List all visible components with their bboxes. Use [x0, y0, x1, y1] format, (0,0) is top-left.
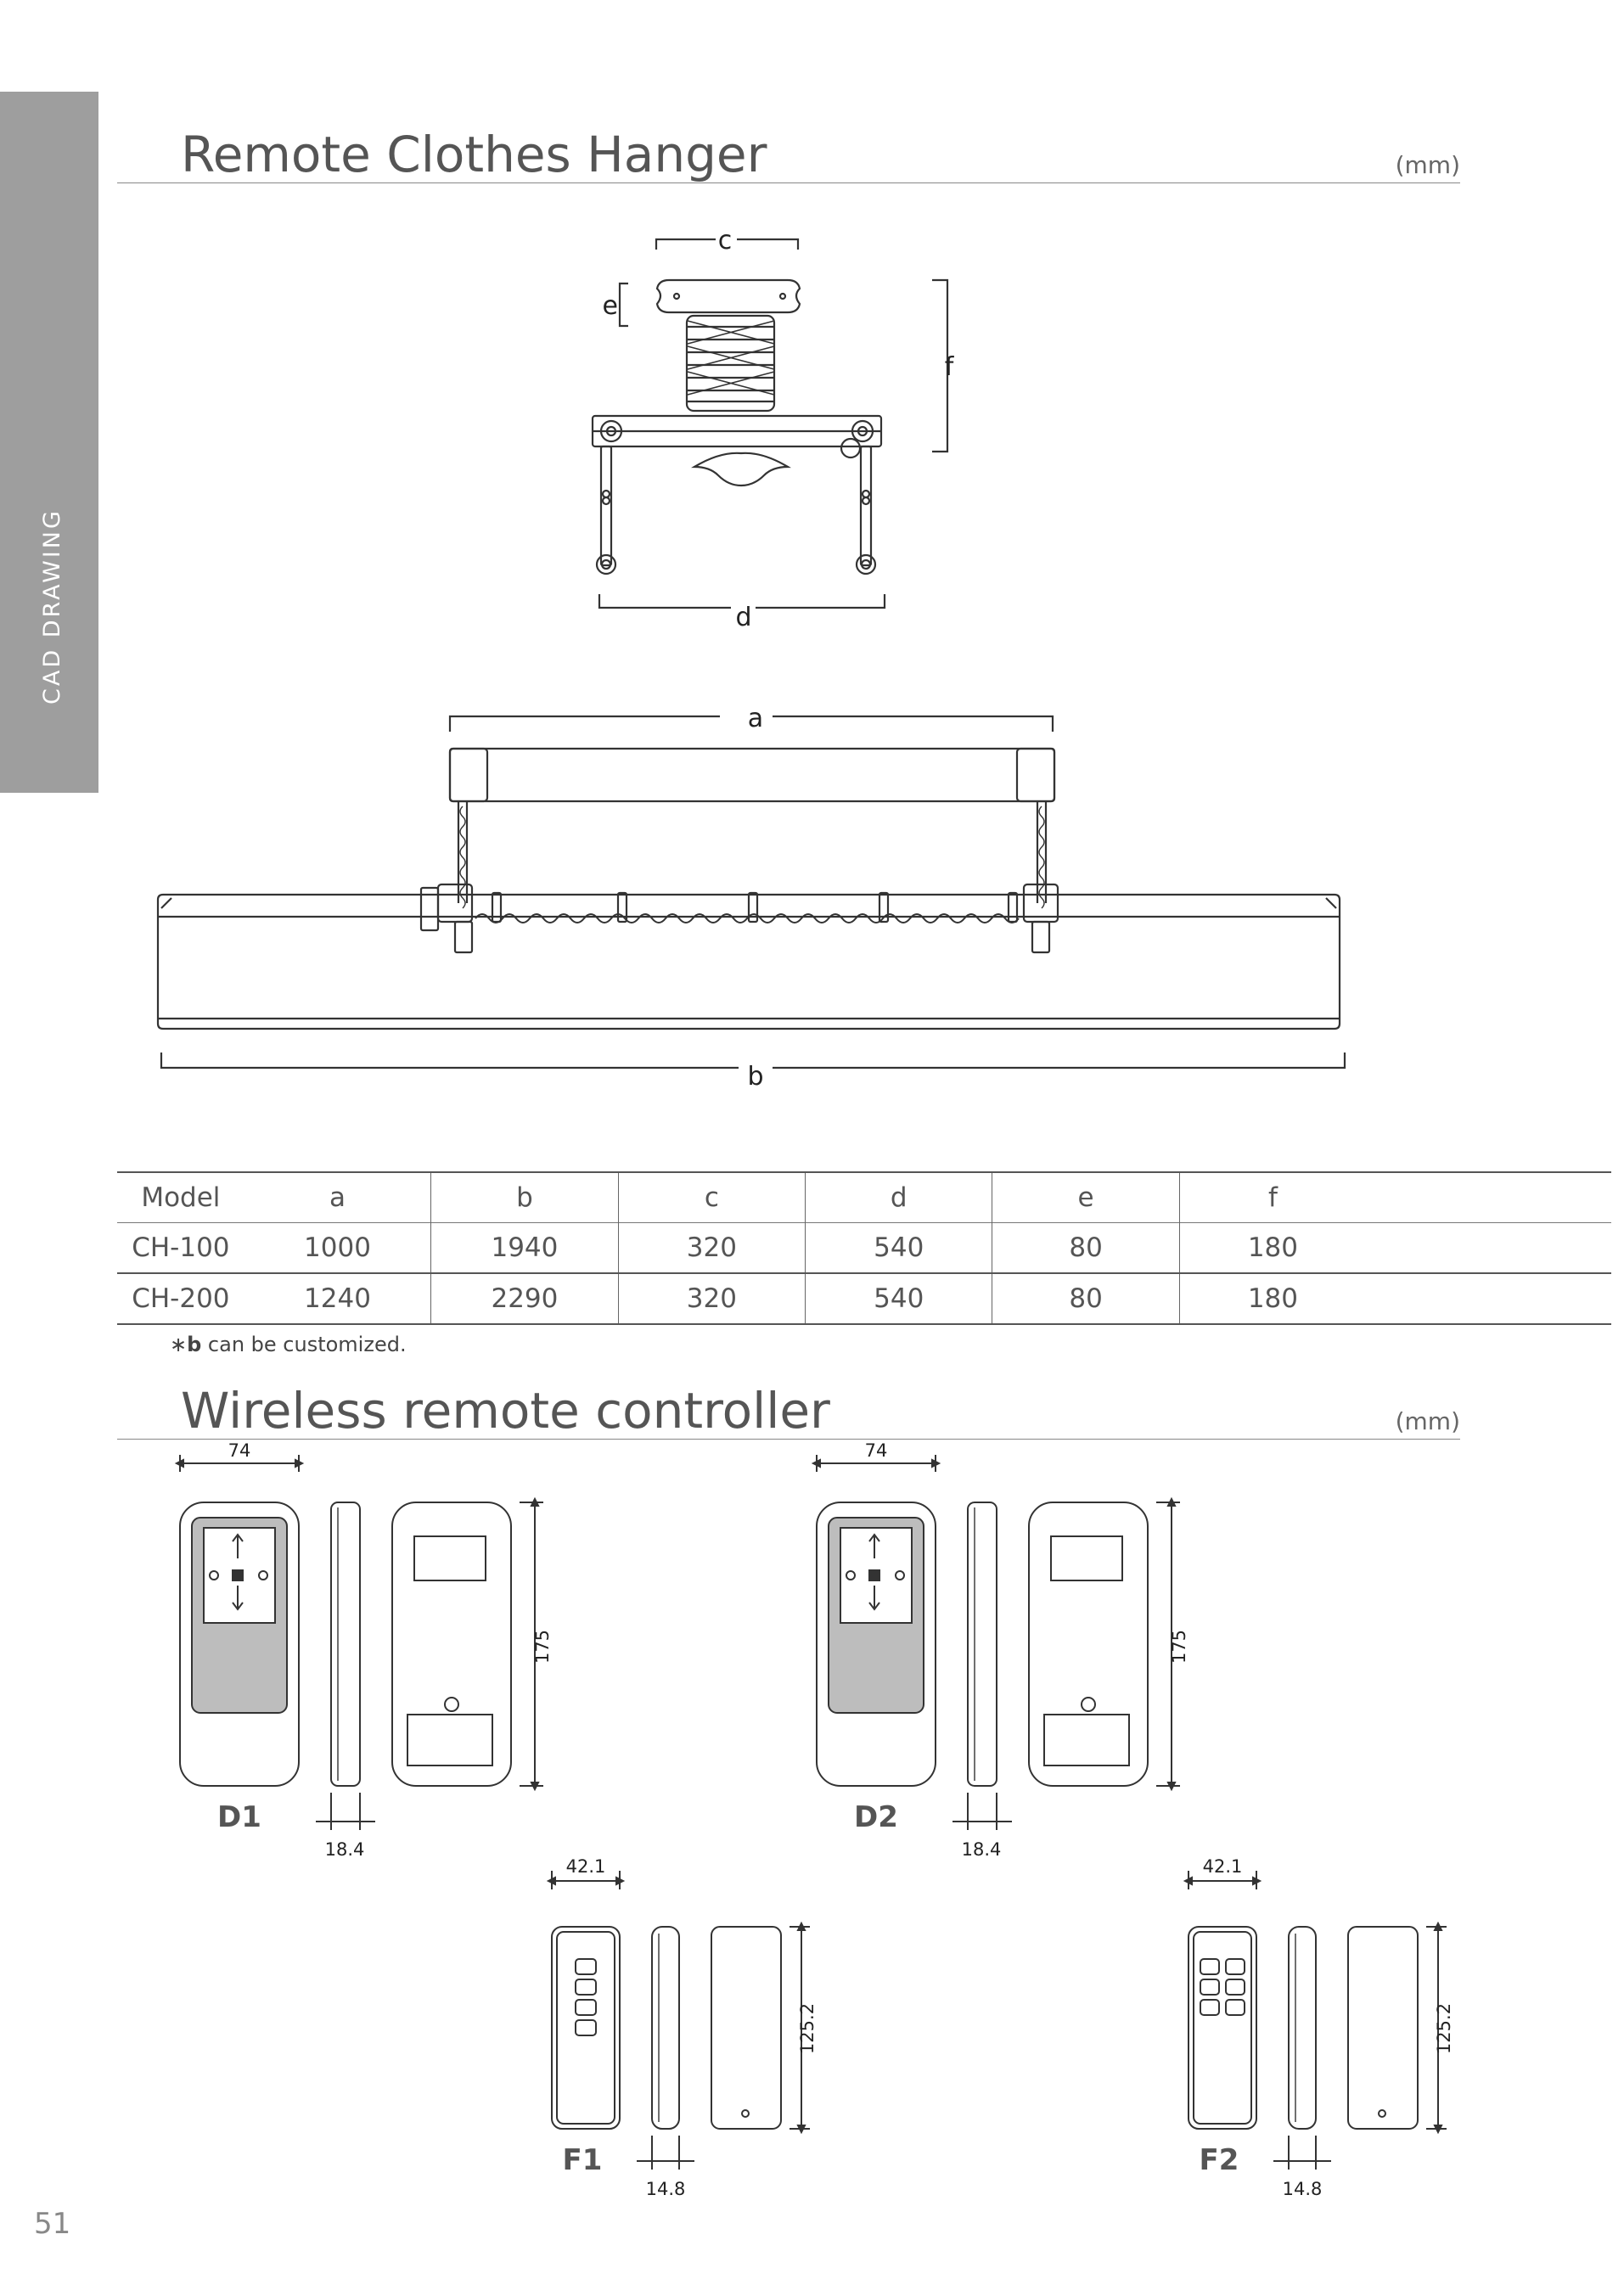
dim-label-f: f: [945, 352, 955, 382]
remote-d2-drawing: 74 175 18.4 D2: [811, 1443, 1189, 1860]
table-cell: 320: [617, 1273, 806, 1324]
remote-label-f2: F2: [1200, 2143, 1239, 2177]
table-header-cell: Model: [141, 1182, 221, 1213]
page-number: 51: [34, 2207, 71, 2241]
table-header-cell: a: [329, 1182, 346, 1213]
table-row: CH-200 1240 2290 320 540 80 180: [117, 1273, 1611, 1324]
table-cell-model: CH-100: [132, 1232, 230, 1263]
sidebar-label: CAD DRAWING: [39, 508, 65, 705]
table-cell: 540: [805, 1273, 992, 1324]
dim-label-e: e: [603, 291, 618, 321]
table-cell: 2290: [430, 1273, 619, 1324]
d2-height-label: 175: [1169, 1630, 1189, 1664]
dim-label-c: c: [718, 226, 733, 255]
table-spacer: [1366, 1273, 1611, 1324]
table-cell: 1940: [430, 1222, 619, 1273]
table-cell: 1000: [304, 1232, 371, 1263]
table-spacer: [1366, 1223, 1611, 1274]
table-header-cell: b: [430, 1172, 619, 1223]
dim-label-a: a: [748, 704, 763, 733]
title-rule: [117, 182, 1460, 183]
d2-depth-label: 18.4: [962, 1839, 1002, 1860]
f2-height-label: 125.2: [1434, 2003, 1454, 2054]
table-cell: 180: [1178, 1273, 1367, 1324]
table-cell: 80: [992, 1222, 1180, 1273]
spec-table: Model a b c d e f CH-100 1000 1940 320 5…: [117, 1171, 1611, 1325]
table-cell: 540: [805, 1222, 992, 1273]
section-title-hanger: Remote Clothes Hanger: [181, 126, 767, 183]
d2-width-label: 74: [865, 1443, 888, 1461]
table-header-cell: d: [805, 1172, 992, 1223]
section-title-remote: Wireless remote controller: [181, 1382, 830, 1440]
f1-depth-label: 14.8: [646, 2179, 686, 2199]
f1-width-label: 42.1: [566, 1859, 606, 1877]
hanger-side-view: c e f d: [591, 226, 955, 632]
d1-depth-label: 18.4: [325, 1839, 365, 1860]
unit-label-remote: (mm): [1395, 1407, 1460, 1435]
d1-width-label: 74: [228, 1443, 251, 1461]
dim-label-b: b: [747, 1062, 763, 1092]
title-rule: [117, 1439, 1460, 1440]
table-cell: 1240: [304, 1283, 371, 1314]
table-header-cell: f: [1178, 1172, 1367, 1223]
sidebar-tab: [0, 92, 98, 793]
customization-note: ∗b can be customized.: [170, 1333, 407, 1356]
remote-label-d1: D1: [217, 1800, 261, 1834]
table-cell: 180: [1178, 1222, 1367, 1273]
unit-label-hanger: (mm): [1395, 151, 1460, 179]
table-header-row: Model a b c d e f: [117, 1172, 1611, 1223]
note-bold: b: [187, 1333, 202, 1356]
dim-label-d: d: [735, 603, 751, 632]
hanger-front-view: a b: [156, 704, 1346, 1092]
table-header-cell: e: [992, 1172, 1180, 1223]
table-header-cell: c: [617, 1172, 806, 1223]
d1-height-label: 175: [532, 1630, 553, 1664]
note-text: can be customized.: [201, 1333, 407, 1356]
table-cell: 80: [992, 1273, 1180, 1324]
remote-label-d2: D2: [854, 1800, 898, 1834]
table-cell-model: CH-200: [132, 1283, 230, 1314]
remote-f2-drawing: 42.1 125.2 14.8 F2: [1183, 1859, 1454, 2199]
table-cell: 320: [617, 1222, 806, 1273]
f2-depth-label: 14.8: [1283, 2179, 1323, 2199]
remote-d1-drawing: 74 175 18.4 D1: [174, 1443, 553, 1860]
table-row: CH-100 1000 1940 320 540 80 180: [117, 1222, 1611, 1274]
remote-label-f1: F1: [563, 2143, 603, 2177]
remote-f1-drawing: 42.1 125.2 14.8 F1: [546, 1859, 818, 2199]
table-header-spacer: [1366, 1172, 1611, 1223]
f1-height-label: 125.2: [797, 2003, 818, 2054]
f2-width-label: 42.1: [1203, 1859, 1243, 1877]
note-symbol: ∗: [170, 1333, 188, 1356]
